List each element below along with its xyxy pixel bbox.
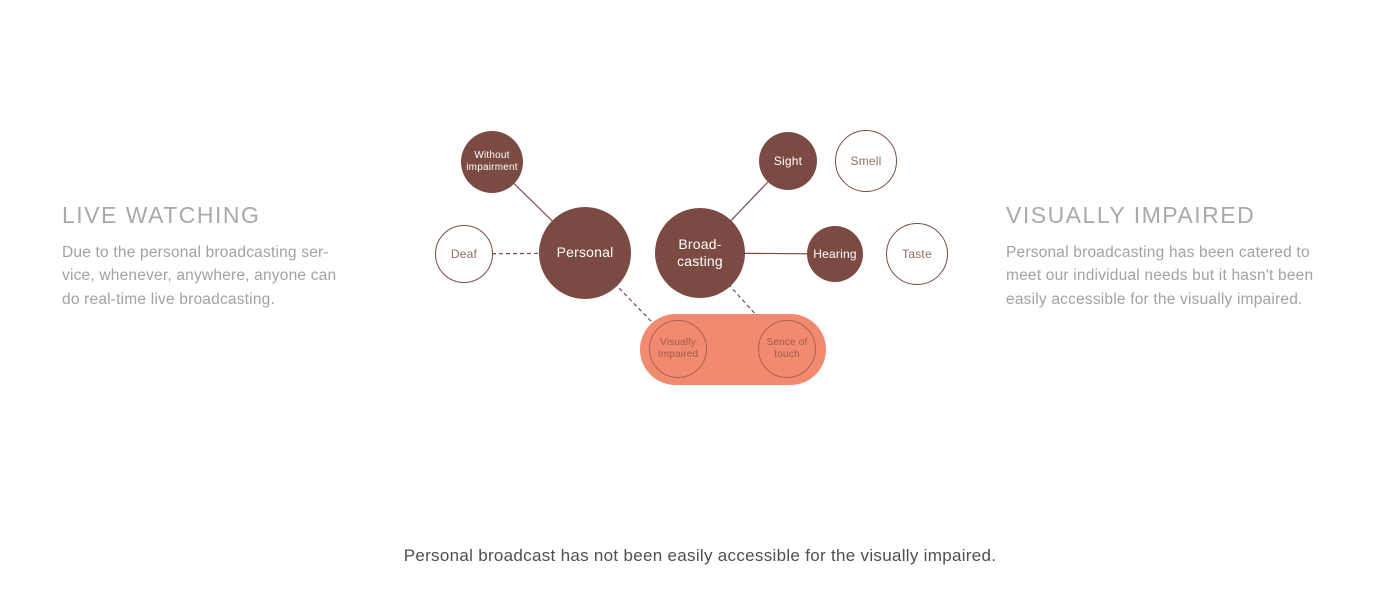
- node-taste: Taste: [886, 223, 948, 285]
- left-panel-body: Due to the personal broadcasting ser- vi…: [62, 244, 337, 308]
- node-without-impairment: Without impairment: [461, 131, 523, 193]
- node-broadcasting: Broad- casting: [655, 208, 745, 298]
- bottom-caption: Personal broadcast has not been easily a…: [403, 546, 997, 565]
- left-panel-title: LIVE WATCHING: [62, 202, 261, 228]
- node-personal: Personal: [539, 207, 631, 299]
- node-smell: Smell: [835, 130, 897, 192]
- node-deaf: Deaf: [435, 225, 493, 283]
- left-panel: LIVE WATCHING Due to the personal broadc…: [62, 202, 387, 311]
- right-panel: VISUALLY IMPAIRED Personal broadcasting …: [1006, 202, 1361, 311]
- node-hearing: Hearing: [807, 226, 863, 282]
- right-panel-body: Personal broadcasting has been catered t…: [1006, 244, 1314, 308]
- node-visually-impaired: Visually Impaired: [649, 320, 707, 378]
- right-panel-title: VISUALLY IMPAIRED: [1006, 202, 1256, 228]
- node-sight: Sight: [759, 132, 817, 190]
- node-sence-of-touch: Sence of touch: [758, 320, 816, 378]
